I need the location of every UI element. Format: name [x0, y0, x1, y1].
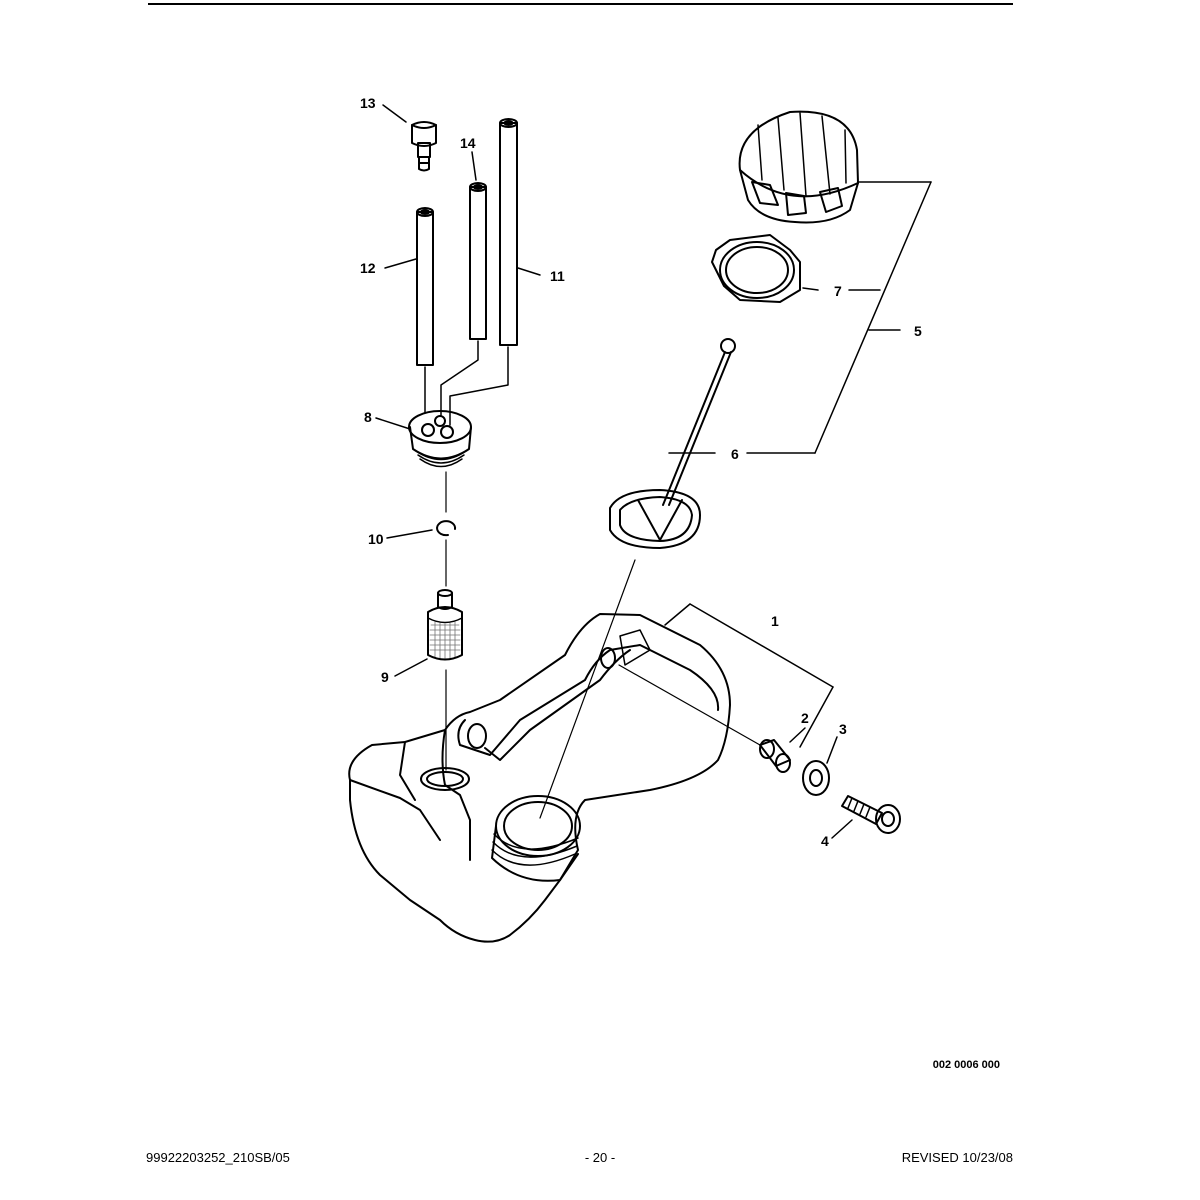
callout-8: 8 — [364, 409, 372, 425]
washer-3 — [802, 760, 830, 796]
callout-7: 7 — [834, 283, 842, 299]
callout-5: 5 — [914, 323, 922, 339]
callout-12: 12 — [360, 260, 376, 276]
grommet-8 — [408, 410, 472, 468]
callout-6: 6 — [731, 446, 739, 462]
assembly-axes — [445, 471, 761, 819]
callout-1: 1 — [771, 613, 779, 629]
fuel-filter-9 — [427, 589, 463, 661]
top-rule — [148, 3, 1013, 5]
fuel-pickup-6 — [609, 338, 736, 549]
fuel-cap-5 — [738, 110, 859, 224]
callout-13: 13 — [360, 95, 376, 111]
fuel-line-14 — [469, 182, 487, 340]
spacer-2 — [759, 739, 791, 773]
callout-11: 11 — [550, 268, 565, 284]
callout-3: 3 — [839, 721, 847, 737]
leader-lines — [375, 104, 932, 839]
fuel-line-12 — [416, 207, 434, 366]
screw-4 — [841, 795, 901, 834]
gasket-7 — [711, 234, 801, 303]
callout-10: 10 — [368, 531, 384, 547]
clip-10 — [436, 520, 457, 537]
footer-page-number: - 20 - — [584, 1150, 616, 1165]
callout-2: 2 — [801, 710, 809, 726]
callout-14: 14 — [460, 135, 476, 151]
tube-fitting-13 — [411, 121, 437, 172]
footer-document-id: 99922203252_210SB/05 — [146, 1150, 290, 1165]
fuel-line-11 — [499, 118, 518, 346]
callout-9: 9 — [381, 669, 389, 685]
footer-revision-date: REVISED 10/23/08 — [901, 1150, 1013, 1165]
filter-screen-texture — [429, 621, 461, 661]
callout-4: 4 — [821, 833, 829, 849]
fuel-tank-1 — [348, 613, 731, 943]
drawing-number: 002 0006 000 — [932, 1059, 1000, 1071]
